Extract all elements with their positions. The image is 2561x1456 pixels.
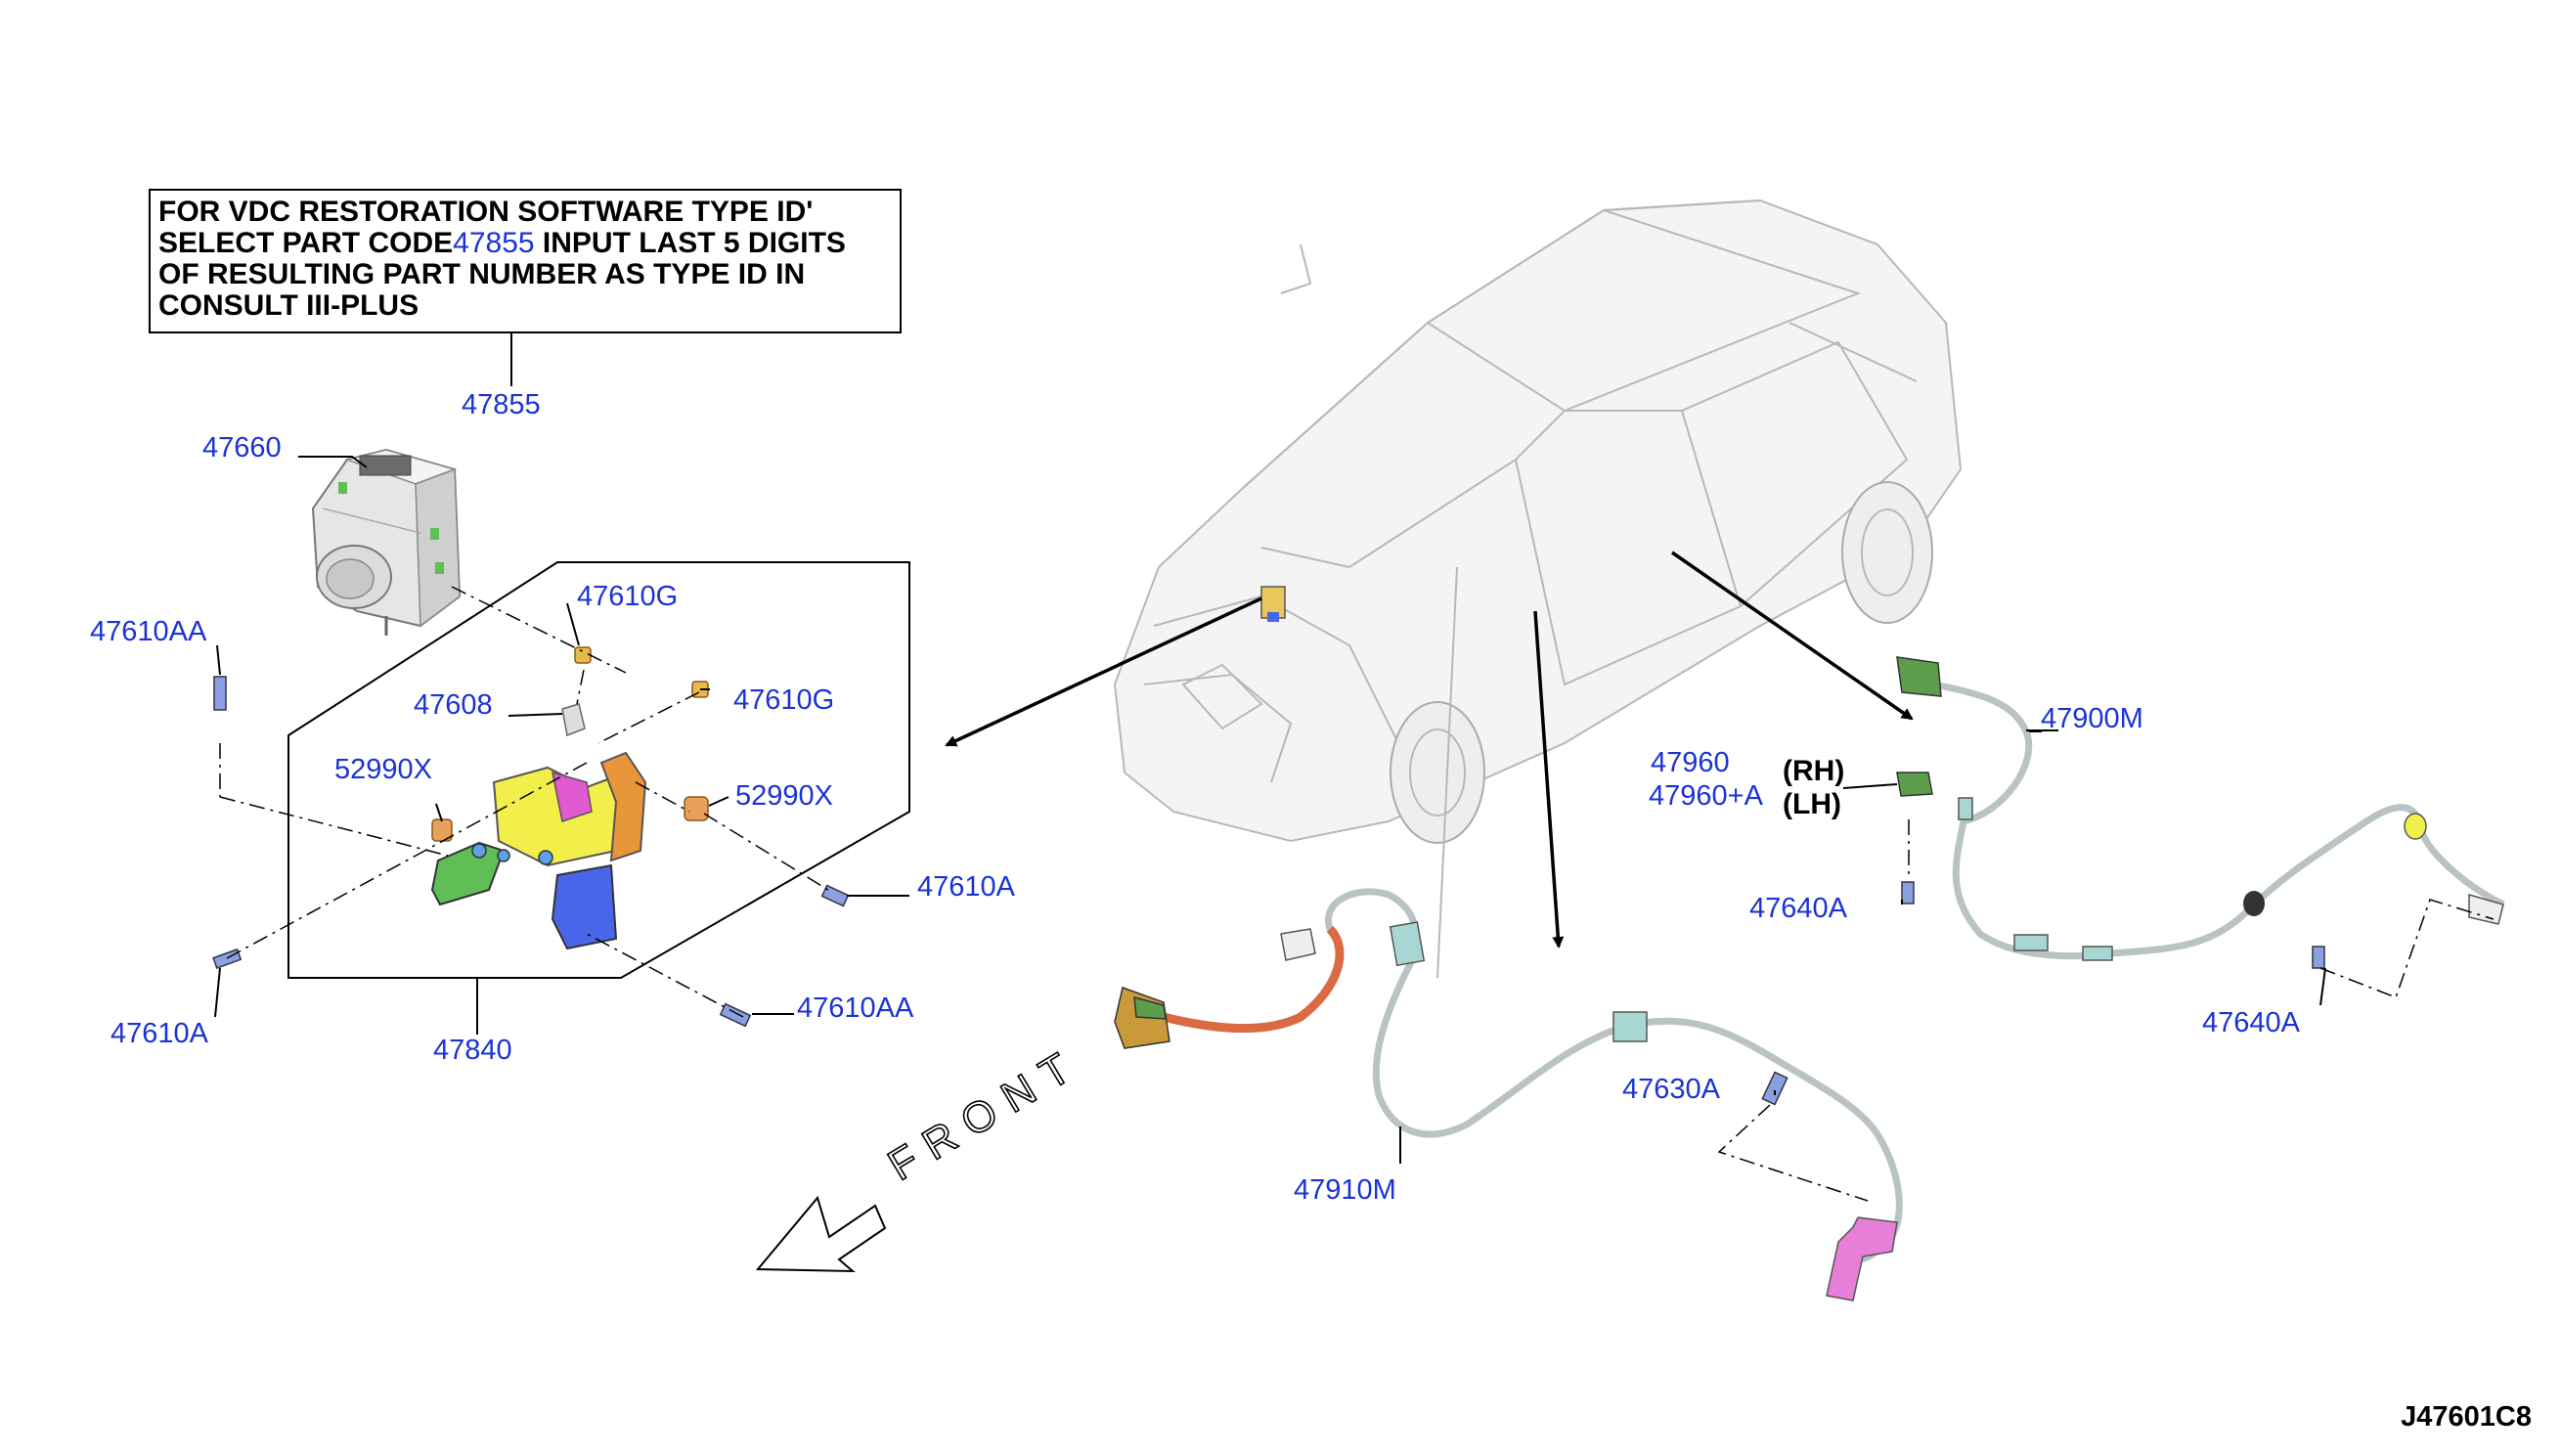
software-type-id-note: FOR VDC RESTORATION SOFTWARE TYPE ID' SE…: [149, 189, 902, 333]
note-line-2-suffix: INPUT LAST 5 DIGITS: [534, 227, 846, 259]
side-label-lh: (LH): [1783, 788, 1841, 820]
rear-sensor-harness-icon: [1896, 656, 2505, 969]
front-harness-leaders: [1399, 1090, 1776, 1164]
bracket-group-frame: [287, 561, 910, 979]
grommet-47610g-top-icon: [574, 646, 592, 664]
callout-47640a-upper[interactable]: 47640A: [1749, 893, 1847, 924]
callout-47610g-top[interactable]: 47610G: [577, 581, 679, 612]
callout-leaders: [214, 602, 909, 1018]
callout-47610g-mid[interactable]: 47610G: [733, 684, 835, 716]
figure-id: J47601C8: [2401, 1401, 2532, 1433]
callout-47855[interactable]: 47855: [462, 389, 541, 420]
front-sensor-harness-icon: [1114, 888, 1903, 1302]
rear-harness-leaders: [1842, 729, 2326, 1006]
callout-52990x-left[interactable]: 52990X: [334, 754, 432, 785]
front-harness-dash-leaders: [1717, 1104, 1869, 1202]
callout-47608[interactable]: 47608: [414, 689, 493, 721]
callout-47840[interactable]: 47840: [433, 1035, 512, 1066]
callout-47610aa-bottom[interactable]: 47610AA: [797, 993, 914, 1024]
callout-47960[interactable]: 47960: [1651, 747, 1730, 778]
assembly-leaders: [219, 586, 832, 1018]
note-line-1: FOR VDC RESTORATION SOFTWARE TYPE ID': [158, 196, 814, 228]
actuator-bracket-icon: [430, 751, 647, 950]
callout-52990x-right[interactable]: 52990X: [735, 780, 833, 812]
callout-47610aa-top[interactable]: 47610AA: [90, 616, 207, 647]
bolt-47610a-right-icon: [820, 884, 850, 907]
callout-47660[interactable]: 47660: [202, 432, 282, 463]
bolt-47610aa-bottom-icon: [719, 1002, 752, 1028]
callout-47610a-right[interactable]: 47610A: [917, 871, 1015, 903]
callout-47630a[interactable]: 47630A: [1622, 1074, 1720, 1105]
rear-harness-dash-leaders: [1908, 819, 2495, 998]
note-line-2-prefix: SELECT PART CODE: [158, 227, 454, 259]
note-line-4: CONSULT III-PLUS: [158, 289, 419, 322]
mount-insulator-52990x-right-icon: [684, 796, 709, 821]
bolt-47610aa-top-icon: [213, 676, 227, 711]
abs-actuator-unit-icon: [311, 448, 462, 636]
note-line-2: SELECT PART CODE47855 INPUT LAST 5 DIGIT…: [158, 228, 892, 259]
location-arrows: [945, 551, 1914, 949]
callout-47900m[interactable]: 47900M: [2041, 703, 2143, 734]
side-label-rh: (RH): [1783, 755, 1845, 787]
nut-47608-icon: [561, 703, 586, 737]
leader-47660: [298, 456, 368, 468]
vehicle-ghost-icon: [1113, 199, 1963, 979]
note-line-3: OF RESULTING PART NUMBER AS TYPE ID IN: [158, 258, 806, 290]
callout-47960a[interactable]: 47960+A: [1649, 780, 1763, 812]
note-part-code-link[interactable]: 47855: [453, 227, 535, 259]
callout-47910m[interactable]: 47910M: [1294, 1174, 1396, 1206]
callout-47610a-left[interactable]: 47610A: [110, 1018, 208, 1049]
vehicle-abs-location-icon: [1260, 586, 1286, 622]
callout-47640a-lower[interactable]: 47640A: [2202, 1007, 2300, 1038]
front-direction-arrow-icon: [755, 1195, 887, 1273]
